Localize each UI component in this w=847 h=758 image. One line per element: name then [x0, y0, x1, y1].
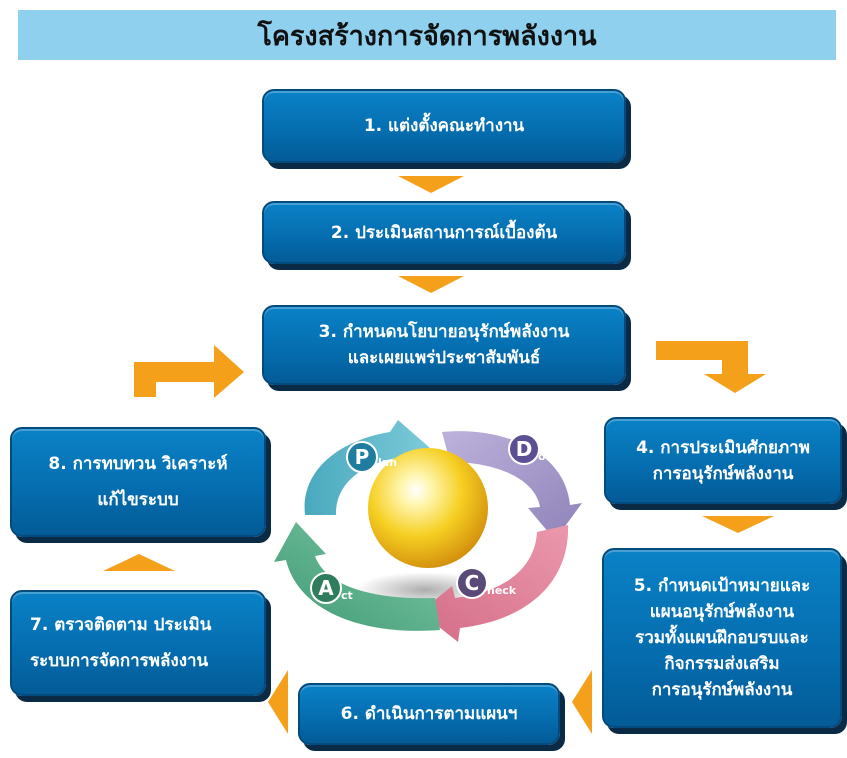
- pdca-cycle: P lan D o C heck A ct: [274, 420, 582, 642]
- pdca-act-segment: [274, 522, 440, 631]
- diagram-title: โครงสร้างการจัดการพลังงาน: [257, 20, 597, 52]
- step-3-line-1: 3. กำหนดนโยบายอนุรักษ์พลังงาน: [318, 322, 570, 342]
- step-7-box: 7. ตรวจติดตาม ประเมิน ระบบการจัดการพลังง…: [10, 590, 266, 696]
- step-2-box: 2. ประเมินสถานการณ์เบื้องต้น: [262, 201, 626, 264]
- step-3-box: 3. กำหนดนโยบายอนุรักษ์พลังงาน และเผยแพร่…: [262, 305, 626, 385]
- arrow-down-2-3: [398, 276, 464, 293]
- step-1-text: 1. แต่งตั้งคณะทำงาน: [363, 116, 525, 136]
- arrow-left-6-7: [268, 670, 288, 734]
- center-sphere: [368, 448, 488, 568]
- plan-letter: P: [355, 445, 370, 469]
- arrow-down-1-2: [398, 176, 464, 193]
- check-letter: C: [465, 571, 480, 595]
- step-5-line-5: การอนุรักษ์พลังงาน: [651, 680, 793, 700]
- plan-rest: lan: [378, 456, 397, 469]
- step-3-line-2: และเผยแพร่ประชาสัมพันธ์: [347, 348, 541, 368]
- act-rest: ct: [341, 589, 353, 602]
- step-4-line-2: การอนุรักษ์พลังงาน: [652, 463, 794, 484]
- arrow-bent-3-4: [656, 341, 766, 393]
- step-8-lines: 8. การทบทวน วิเคราะห์ แก้ไขระบบ: [48, 446, 227, 518]
- step-8-line-1: 8. การทบทวน วิเคราะห์: [48, 454, 228, 474]
- step-7-line-2: ระบบการจัดการพลังงาน: [30, 651, 209, 671]
- do-badge: [508, 433, 540, 465]
- do-rest: o: [538, 450, 546, 463]
- do-letter: D: [516, 437, 533, 461]
- step-5-line-3: รวมทั้งแผนฝึกอบรบและ: [635, 628, 809, 648]
- title-bar: โครงสร้างการจัดการพลังงาน: [18, 10, 836, 60]
- step-5-line-1: 5. กำหนดเป้าหมายและ: [633, 576, 811, 596]
- arrow-up-7-8: [103, 554, 175, 571]
- step-6-text: 6. ดำเนินการตามแผนฯ: [340, 704, 518, 724]
- step-7-line-1: 7. ตรวจติดตาม ประเมิน: [30, 615, 212, 635]
- step-2-text: 2. ประเมินสถานการณ์เบื้องต้น: [330, 222, 558, 243]
- step-1-box: 1. แต่งตั้งคณะทำงาน: [262, 89, 626, 163]
- step-8-box: 8. การทบทวน วิเคราะห์ แก้ไขระบบ: [10, 427, 266, 537]
- pdca-plan-segment: [304, 420, 430, 515]
- check-rest: heck: [487, 584, 517, 597]
- step-5-line-4: กิจกรรมส่งเสริม: [664, 654, 780, 674]
- step-6-box: 6. ดำเนินการตามแผนฯ: [298, 683, 560, 745]
- step-4-line-1: 4. การประเมินศักยภาพ: [636, 437, 810, 458]
- pdca-do-segment: [442, 431, 582, 540]
- step-4-box: 4. การประเมินศักยภาพ การอนุรักษ์พลังงาน: [604, 417, 842, 504]
- plan-badge: [346, 441, 378, 473]
- step-8-line-2: แก้ไขระบบ: [97, 490, 179, 510]
- step-5-lines: 5. กำหนดเป้าหมายและ แผนอนุรักษ์พลังงาน ร…: [634, 573, 810, 703]
- step-3-lines: 3. กำหนดนโยบายอนุรักษ์พลังงาน และเผยแพร่…: [319, 319, 570, 371]
- step-4-lines: 4. การประเมินศักยภาพ การอนุรักษ์พลังงาน: [636, 435, 810, 487]
- step-5-box: 5. กำหนดเป้าหมายและ แผนอนุรักษ์พลังงาน ร…: [602, 548, 842, 728]
- act-badge: [310, 572, 342, 604]
- step-5-line-2: แผนอนุรักษ์พลังงาน: [649, 602, 795, 622]
- check-badge: [456, 567, 488, 599]
- arrow-bent-8-3: [134, 345, 244, 398]
- arrow-down-4-5: [702, 516, 774, 533]
- act-letter: A: [318, 576, 334, 600]
- step-7-lines: 7. ตรวจติดตาม ประเมิน ระบบการจัดการพลังง…: [30, 607, 211, 679]
- pdca-check-segment: [420, 525, 569, 642]
- arrow-left-5-6: [572, 670, 592, 734]
